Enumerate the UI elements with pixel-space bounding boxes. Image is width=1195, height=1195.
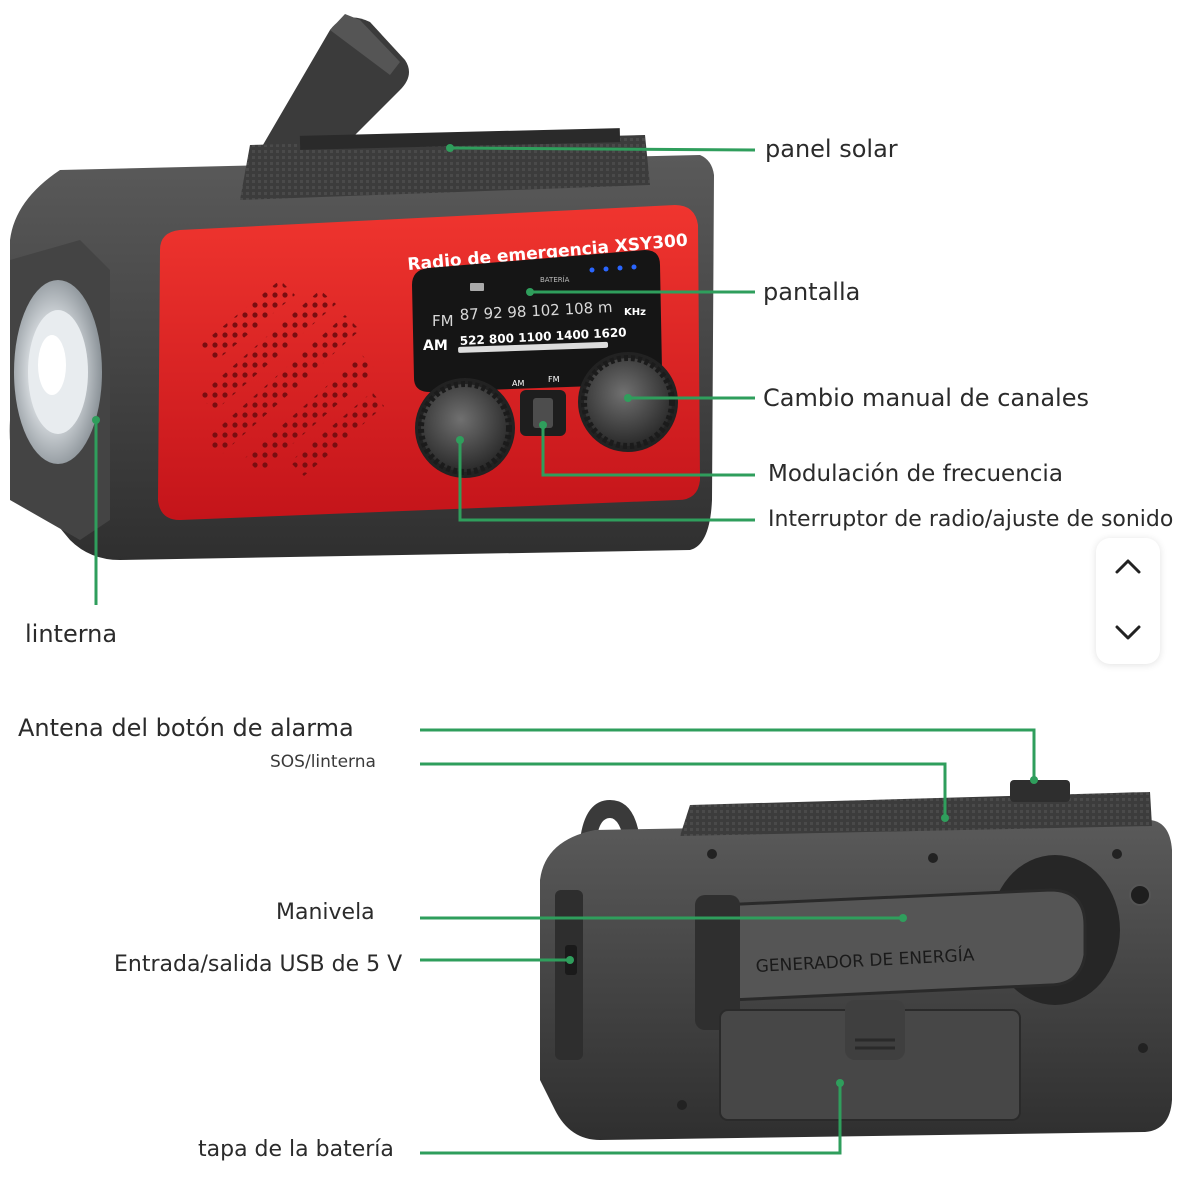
label-pantalla: pantalla — [763, 278, 861, 306]
label-antena: Antena del botón de alarma — [18, 714, 354, 742]
chevron-down-icon — [1115, 625, 1141, 640]
leader-interruptor — [458, 440, 755, 522]
scroll-down-button[interactable] — [1096, 608, 1160, 658]
label-cambio-manual: Cambio manual de canales — [763, 384, 1089, 412]
chevron-up-icon — [1115, 559, 1141, 574]
dot-panel-solar — [446, 144, 454, 152]
label-manivela: Manivela — [276, 900, 375, 925]
label-panel-solar: panel solar — [765, 135, 898, 163]
band-switch: FM AM — [512, 375, 566, 436]
am-label: AM — [423, 338, 448, 354]
dot-cambio — [624, 394, 632, 402]
leader-sos — [420, 762, 947, 818]
switch-side-label: AM — [512, 379, 524, 388]
scroll-up-button[interactable] — [1096, 541, 1160, 591]
label-tapa: tapa de la batería — [198, 1137, 394, 1162]
switch-top-label: FM — [548, 375, 560, 384]
dot-manivela — [899, 914, 907, 922]
khz-label: KHz — [624, 307, 646, 318]
label-interruptor: Interruptor de radio/ajuste de sonido — [768, 507, 1174, 532]
sos-button — [1010, 780, 1070, 802]
dot-pantalla — [526, 288, 534, 296]
label-usb: Entrada/salida USB de 5 V — [114, 952, 403, 977]
dot-sos — [941, 814, 949, 822]
dot-antena — [1030, 776, 1038, 784]
dot-linterna — [92, 416, 100, 424]
battery-label: BATERÍA — [540, 275, 570, 284]
leader-panel-solar — [449, 146, 756, 152]
solar-panel — [240, 135, 650, 200]
fm-label: FM — [432, 312, 454, 330]
label-modulacion: Modulación de frecuencia — [768, 461, 1063, 487]
leader-modulacion — [541, 425, 755, 477]
dot-modulacion — [539, 421, 547, 429]
dot-tapa — [836, 1079, 844, 1087]
leader-antena — [420, 728, 1036, 780]
generator-handle — [698, 888, 1087, 1002]
top-radio: Radio de emergencia XSY300 BATERÍA FM 87… — [9, 14, 714, 560]
tuning-knob — [415, 378, 515, 478]
leader-lines — [92, 144, 1038, 1155]
display: BATERÍA FM 87 92 98 102 108 m AM 522 800… — [412, 250, 662, 392]
dot-interruptor — [456, 436, 464, 444]
label-sos: SOS/linterna — [270, 752, 376, 772]
speaker-grille — [200, 280, 384, 476]
scroll-nav — [1096, 538, 1160, 664]
bottom-radio: GENERADOR DE ENERGÍA — [540, 780, 1172, 1140]
dot-usb — [566, 956, 574, 964]
leader-tapa — [420, 1083, 842, 1155]
crank-handle — [260, 14, 409, 160]
label-linterna: linterna — [25, 620, 118, 648]
